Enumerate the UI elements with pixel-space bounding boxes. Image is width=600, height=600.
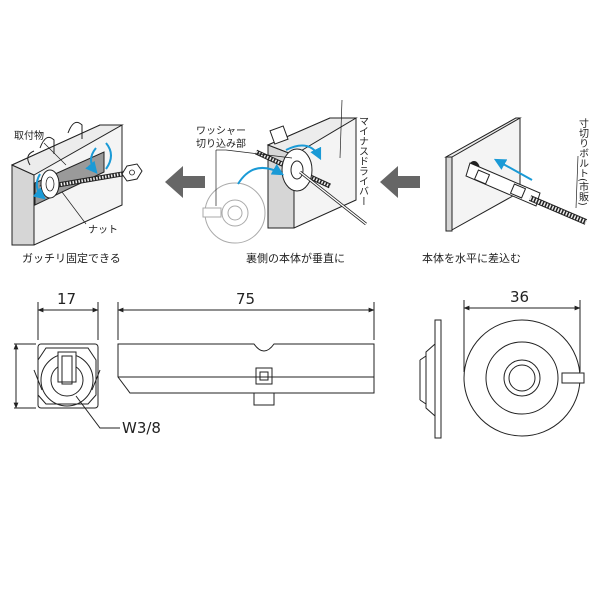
dimension-width: 17 — [57, 290, 76, 308]
dimension-length: 75 — [236, 290, 255, 308]
label-threaded-rod: 寸切りボルト(市販) — [577, 117, 589, 206]
step-insert-illustration — [444, 117, 588, 232]
caption-step-rotate: 裏側の本体が垂直に — [246, 251, 345, 265]
label-nut: ナット — [88, 224, 118, 236]
label-washer-notch-2: 切り込み部 — [196, 137, 246, 150]
flow-arrow-left-icon — [380, 166, 420, 198]
caption-step-insert: 本体を水平に差込む — [422, 251, 521, 265]
end-view-drawing — [13, 302, 120, 429]
label-mounting-object: 取付物 — [14, 129, 44, 142]
step-fastened-illustration — [10, 121, 143, 246]
washer-front-drawing — [463, 300, 585, 437]
dimension-thread: W3/8 — [122, 419, 161, 437]
washer-edge-drawing — [419, 319, 442, 439]
flow-arrow-left-icon — [165, 166, 205, 198]
dimension-diameter: 36 — [510, 288, 529, 306]
step-rotate-illustration — [202, 99, 367, 244]
label-flathead-screwdriver: マイナスドライバー — [357, 116, 369, 206]
label-washer-notch-1: ワッシャー — [196, 126, 246, 137]
side-view-drawing — [117, 302, 375, 406]
caption-step-fastened: ガッチリ固定できる — [22, 251, 121, 265]
